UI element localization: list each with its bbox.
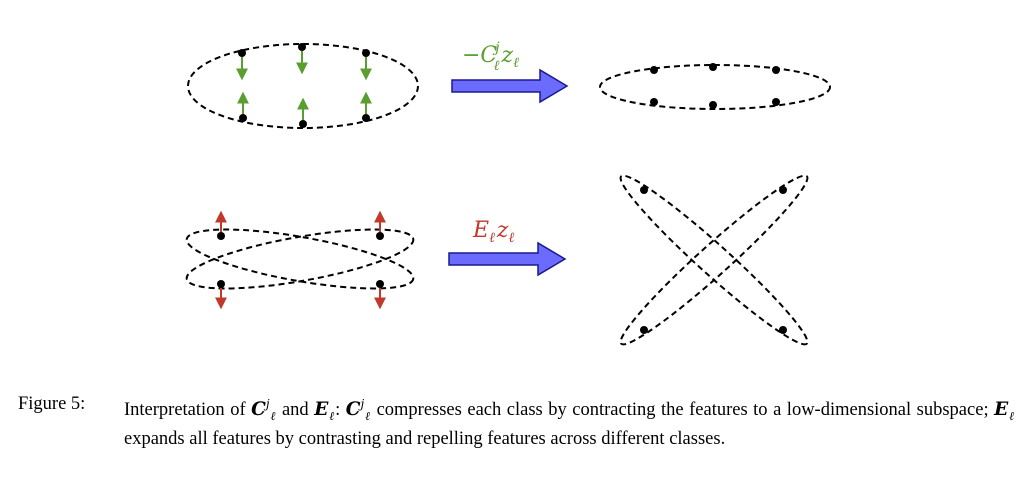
top-right-compressed-ellipse (599, 63, 831, 110)
c-subscript: ℓ (269, 408, 277, 423)
top-right-points (650, 63, 780, 109)
c-superscript: j (265, 397, 270, 411)
c-symbol: C (251, 399, 266, 421)
caption-colon: : (335, 400, 341, 421)
top-left-class-ellipse (187, 43, 419, 129)
e-subscript: ℓ (328, 408, 336, 423)
c-superscript-2: j (360, 397, 365, 411)
repelling-arrows (215, 210, 386, 310)
c-symbol-2: C (345, 399, 361, 421)
bottom-left-crossing-ellipses (185, 210, 415, 310)
e-subscript-2: ℓ (1008, 408, 1015, 423)
expand-block-arrow (448, 241, 567, 277)
expand-operator-label: Eℓzℓ (472, 218, 515, 246)
caption-compress-text: compresses each class by contracting the… (376, 400, 989, 421)
caption-expand-text: expands all features by contrasting and … (124, 428, 726, 449)
e-symbol: E (314, 399, 329, 421)
bottom-left-points (217, 232, 384, 288)
c-subscript-2: ℓ (364, 408, 372, 423)
caption-intro: Interpretation of (124, 400, 246, 421)
figure-label: Figure 5: (18, 394, 86, 414)
e-symbol-2: E (994, 399, 1009, 421)
caption-and: and (281, 400, 309, 421)
bottom-right-points (640, 186, 787, 334)
caption-text: Interpretation of Cjℓ and Eℓ: Cjℓ compre… (124, 393, 1014, 451)
bottom-right-expanded-ellipses (619, 174, 809, 346)
compress-block-arrow (451, 68, 569, 104)
top-left-points (238, 43, 370, 128)
compression-arrows (236, 51, 372, 120)
